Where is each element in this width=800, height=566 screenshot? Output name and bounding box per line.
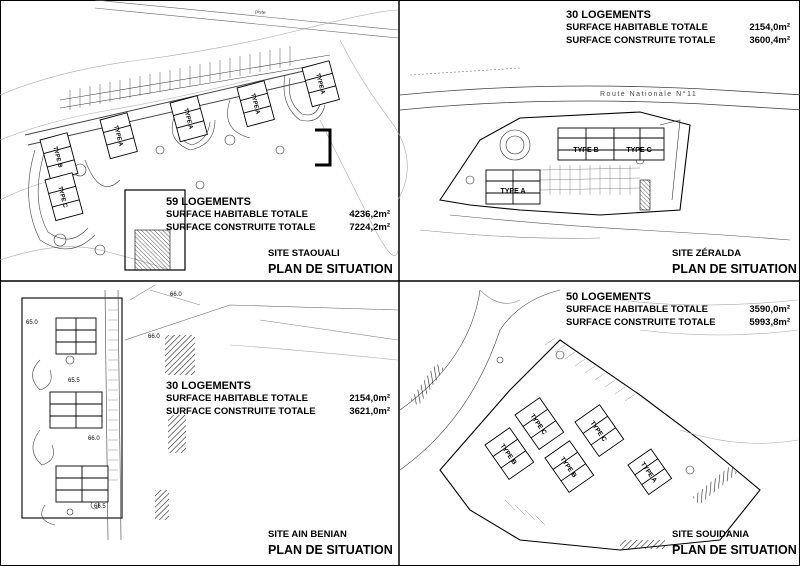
souidania-plan: PLAN DE SITUATION — [672, 543, 797, 557]
staouali-hab-label: SURFACE HABITABLE TOTALE — [166, 209, 308, 220]
souidania-site: SITE SOUIDANIA — [672, 529, 750, 540]
souidania-hab-row: SURFACE HABITABLE TOTALE 3590,0m² — [566, 305, 790, 317]
ain-benian-hab-value: 2154,0m² — [349, 393, 390, 404]
svg-text:TYPE B: TYPE B — [573, 147, 598, 154]
spot-height-2: 66.0 — [148, 334, 160, 340]
svg-text:TYPE A: TYPE A — [182, 108, 194, 131]
staouali-const-value: 7224,2m² — [349, 222, 390, 233]
staouali-road-label: piste — [255, 9, 266, 16]
building-staouali-type-a-1: TYPE A — [99, 112, 138, 160]
building-souidania-type-b-1: TYPE B — [484, 427, 535, 481]
building-staouali-type-a-3: TYPE A — [236, 80, 275, 128]
spot-height-5: 66.5 — [94, 504, 106, 510]
building-ain-benian-2 — [49, 391, 103, 429]
svg-text:TYPE A: TYPE A — [112, 125, 124, 148]
staouali-logements: 59 LOGEMENTS — [166, 196, 251, 208]
svg-text:TYPE B: TYPE B — [51, 146, 63, 169]
staouali-const-label: SURFACE CONSTRUITE TOTALE — [166, 222, 316, 233]
building-staouali-type-a-2: TYPE A — [169, 95, 208, 143]
panel-staouali-drawing — [0, 0, 408, 271]
svg-text:TYPE C: TYPE C — [626, 147, 651, 154]
souidania-hab-label: SURFACE HABITABLE TOTALE — [566, 304, 708, 315]
building-souidania-type-a: TYPE A — [627, 448, 673, 496]
ain-benian-logements: 30 LOGEMENTS — [166, 380, 251, 392]
souidania-hab-value: 3590,0m² — [749, 304, 790, 315]
svg-text:TYPE A: TYPE A — [500, 188, 525, 195]
spot-height-3: 65.5 — [68, 378, 80, 384]
ain-benian-hab-label: SURFACE HABITABLE TOTALE — [166, 393, 308, 404]
staouali-hab-row: SURFACE HABITABLE TOTALE 4236,2m² — [166, 210, 390, 222]
zeralda-const-label: SURFACE CONSTRUITE TOTALE — [566, 35, 716, 46]
zeralda-hab-row: SURFACE HABITABLE TOTALE 2154,0m² — [566, 23, 790, 35]
souidania-logements: 50 LOGEMENTS — [566, 291, 651, 303]
souidania-const-label: SURFACE CONSTRUITE TOTALE — [566, 317, 716, 328]
zeralda-const-value: 3600,4m² — [749, 35, 790, 46]
building-zeralda-type-b: TYPE B — [557, 127, 615, 161]
panel-souidania-buildings: TYPE C TYPE B TYPE C TYPE B TYPE A — [484, 397, 673, 496]
staouali-plan: PLAN DE SITUATION — [268, 262, 393, 276]
souidania-const-value: 5993,8m² — [749, 317, 790, 328]
panel-souidania-drawing — [399, 289, 799, 551]
staouali-site: SITE STAOUALI — [268, 248, 340, 259]
svg-text:TYPE A: TYPE A — [249, 93, 261, 116]
ain-benian-const-row: SURFACE CONSTRUITE TOTALE 3621,0m² — [166, 407, 390, 419]
zeralda-site: SITE ZÉRALDA — [672, 248, 742, 259]
spot-height-6: 66.0 — [170, 292, 182, 298]
zeralda-hab-value: 2154,0m² — [749, 22, 790, 33]
svg-text:TYPE C: TYPE C — [56, 186, 68, 209]
staouali-const-row: SURFACE CONSTRUITE TOTALE 7224,2m² — [166, 223, 390, 235]
zeralda-hab-label: SURFACE HABITABLE TOTALE — [566, 22, 708, 33]
zeralda-logements: 30 LOGEMENTS — [566, 9, 651, 21]
ain-benian-spot-heights: 65.0 66.0 65.5 66.0 66.5 66.0 — [26, 292, 182, 510]
zeralda-road-label: Route Nationale N°11 — [600, 90, 697, 98]
svg-text:TYPE A: TYPE A — [314, 73, 326, 96]
panel-zeralda-drawing — [399, 67, 800, 241]
ain-benian-hab-row: SURFACE HABITABLE TOTALE 2154,0m² — [166, 394, 390, 406]
building-staouali-type-c: TYPE C — [44, 172, 84, 222]
ain-benian-const-value: 3621,0m² — [349, 406, 390, 417]
building-ain-benian-3 — [55, 465, 109, 503]
ain-benian-plan: PLAN DE SITUATION — [268, 543, 393, 557]
panel-zeralda-buildings: TYPE B TYPE C TYPE A — [485, 127, 665, 205]
ain-benian-site: SITE AIN BENIAN — [268, 529, 347, 540]
staouali-hab-value: 4236,2m² — [349, 209, 390, 220]
panel-ain-benian-drawing — [21, 284, 400, 541]
panel-staouali-buildings: TYPE B TYPE C TYPE A TYPE A TYPE A TYPE … — [39, 60, 340, 222]
building-staouali-type-a-4: TYPE A — [301, 60, 340, 108]
ain-benian-const-label: SURFACE CONSTRUITE TOTALE — [166, 406, 316, 417]
panel-ain-benian-buildings — [49, 317, 109, 503]
spot-height-1: 65.0 — [26, 320, 38, 326]
building-ain-benian-1 — [55, 317, 97, 355]
building-zeralda-type-a: TYPE A — [485, 169, 541, 205]
building-zeralda-type-c: TYPE C — [613, 127, 665, 161]
building-souidania-type-b-2: TYPE B — [544, 440, 595, 494]
zeralda-plan: PLAN DE SITUATION — [672, 262, 797, 276]
building-souidania-type-c-2: TYPE C — [574, 404, 625, 458]
building-souidania-type-c-1: TYPE C — [514, 397, 565, 451]
zeralda-const-row: SURFACE CONSTRUITE TOTALE 3600,4m² — [566, 36, 790, 48]
spot-height-4: 66.0 — [88, 436, 100, 442]
souidania-const-row: SURFACE CONSTRUITE TOTALE 5993,8m² — [566, 318, 790, 330]
